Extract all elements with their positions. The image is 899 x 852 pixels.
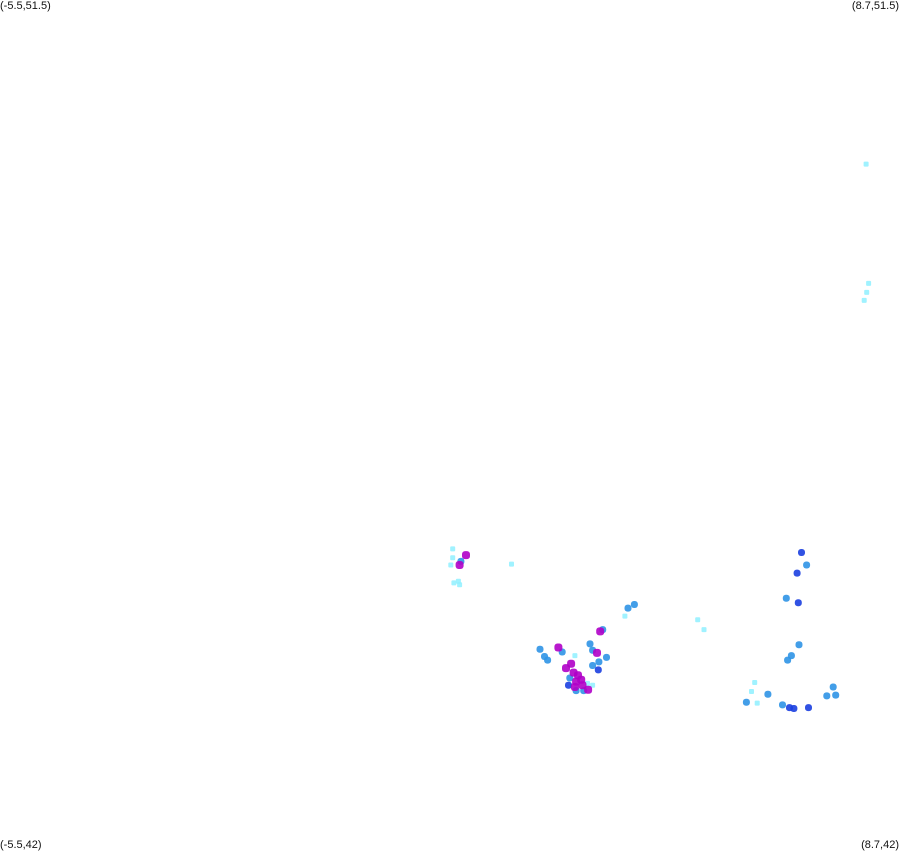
map-point-light: [861, 297, 867, 303]
map-point-light: [863, 161, 869, 167]
map-point-light: [457, 582, 463, 588]
map-point-medium: [832, 691, 840, 699]
map-point-hotspot: [593, 648, 601, 657]
map-point-hotspot: [554, 643, 563, 652]
map-point-hotspot: [578, 681, 587, 690]
map-point-dark: [594, 666, 602, 674]
map-point-medium: [624, 604, 632, 612]
map-point-light: [701, 627, 707, 633]
map-point-medium: [803, 561, 811, 569]
map-point-medium: [586, 640, 594, 648]
corner-label-bottom-left: (-5.5,42): [0, 839, 42, 851]
map-point-hotspot: [562, 664, 570, 673]
map-point-light: [590, 682, 596, 688]
map-point-medium: [779, 701, 786, 709]
map-point-light: [752, 680, 758, 685]
map-point-light: [450, 555, 456, 561]
map-point-dark: [805, 704, 812, 712]
map-point-medium: [795, 641, 803, 649]
map-point-hotspot: [462, 551, 470, 560]
map-point-light: [622, 613, 628, 619]
points-layer: [448, 161, 872, 712]
map-point-light: [450, 546, 456, 552]
map-point-hotspot: [455, 561, 464, 569]
map-point-medium: [764, 690, 772, 698]
map-point-medium: [589, 662, 597, 669]
map-point-dark: [794, 599, 802, 607]
map-point-medium: [536, 645, 544, 653]
map-point-dark: [798, 549, 805, 556]
corner-label-top-right: (8.7,51.5): [851, 0, 899, 12]
corner-label-top-left: (-5.5,51.5): [0, 0, 51, 12]
map-point-medium: [823, 692, 831, 700]
map-point-medium: [603, 653, 610, 661]
map-point-light: [754, 700, 760, 706]
map-point-medium: [829, 683, 837, 691]
map-point-hotspot: [584, 685, 593, 694]
map-point-medium: [630, 601, 638, 608]
map-point-medium: [742, 698, 750, 706]
map-point-light: [509, 561, 514, 567]
map-point-light: [448, 562, 454, 568]
corner-label-bottom-right: (8.7,42): [861, 839, 899, 851]
map-point-dark: [565, 681, 572, 689]
map-point-hotspot: [570, 683, 579, 691]
map-point-light: [572, 653, 578, 659]
map-point-light: [864, 289, 870, 295]
map-point-medium: [595, 658, 603, 666]
map-point-light: [451, 580, 457, 586]
map-point-hotspot: [596, 627, 605, 636]
map-point-medium: [784, 656, 792, 664]
map-point-medium: [544, 656, 552, 664]
map-point-light: [866, 280, 872, 286]
map-point-light: [695, 617, 701, 623]
map-point-dark: [793, 569, 801, 577]
map-point-dark: [790, 705, 798, 712]
map-point-medium: [782, 594, 790, 602]
map-point-light: [749, 689, 754, 694]
